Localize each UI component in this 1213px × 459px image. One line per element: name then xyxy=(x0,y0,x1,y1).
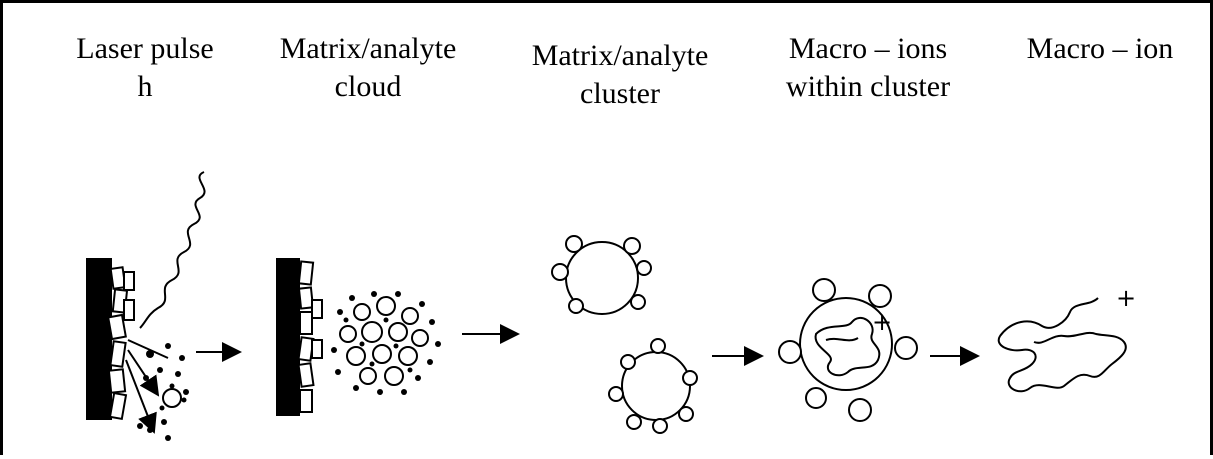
target-plate-stage-1 xyxy=(86,258,135,421)
matrix-analyte-cloud xyxy=(331,291,441,395)
stage-label-macro-ion: Macro – ion xyxy=(1026,32,1174,65)
stage-label-macro-ions-within-cluster: Macro – ions within cluster xyxy=(785,32,951,103)
stage-label-laser-pulse: Laser pulse h xyxy=(76,32,214,103)
macro-ion: + xyxy=(997,284,1136,393)
stage-label-matrix-analyte-cluster: Matrix/analyte cluster xyxy=(531,39,709,110)
matrix-analyte-cluster-upper xyxy=(551,235,652,315)
macro-ions-within-cluster: + xyxy=(778,278,918,422)
charge-plus-within-cluster: + xyxy=(872,308,892,336)
target-plate-stage-2 xyxy=(276,258,323,416)
stage-label-matrix-analyte-cloud: Matrix/analyte cloud xyxy=(279,32,457,103)
laser-pulse-wave xyxy=(139,171,206,329)
ejected-fragments xyxy=(125,339,189,441)
charge-plus-macro-ion: + xyxy=(1116,284,1136,312)
matrix-analyte-cluster-lower xyxy=(608,338,698,434)
